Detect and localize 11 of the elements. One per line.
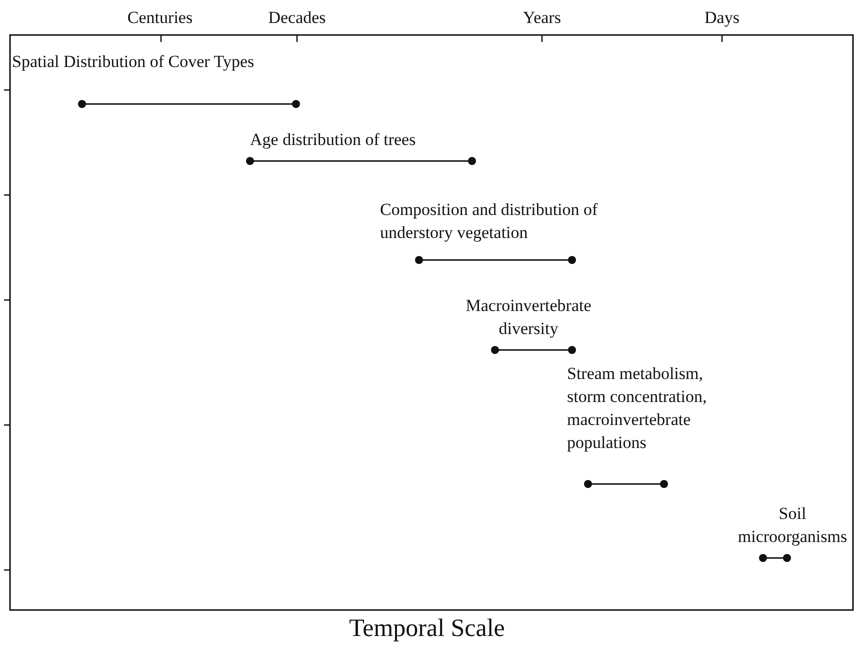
axis-tick-label: Days <box>704 7 740 29</box>
axis-title: Temporal Scale <box>348 614 506 644</box>
range-label: Stream metabolism, storm concentration, macroinvertebrate populations <box>567 363 708 454</box>
axis-tick-label: Years <box>522 7 562 29</box>
range-label: Age distribution of trees <box>250 129 417 151</box>
range-label: Composition and distribution of understory vegetation <box>380 199 599 244</box>
range-label: Macroinvertebrate diversity <box>464 295 592 340</box>
range-label: Soil microorganisms <box>736 503 848 548</box>
axis-tick-label: Decades <box>267 7 327 29</box>
axis-tick-label: Centuries <box>126 7 194 29</box>
range-label: Spatial Distribution of Cover Types <box>12 51 256 73</box>
